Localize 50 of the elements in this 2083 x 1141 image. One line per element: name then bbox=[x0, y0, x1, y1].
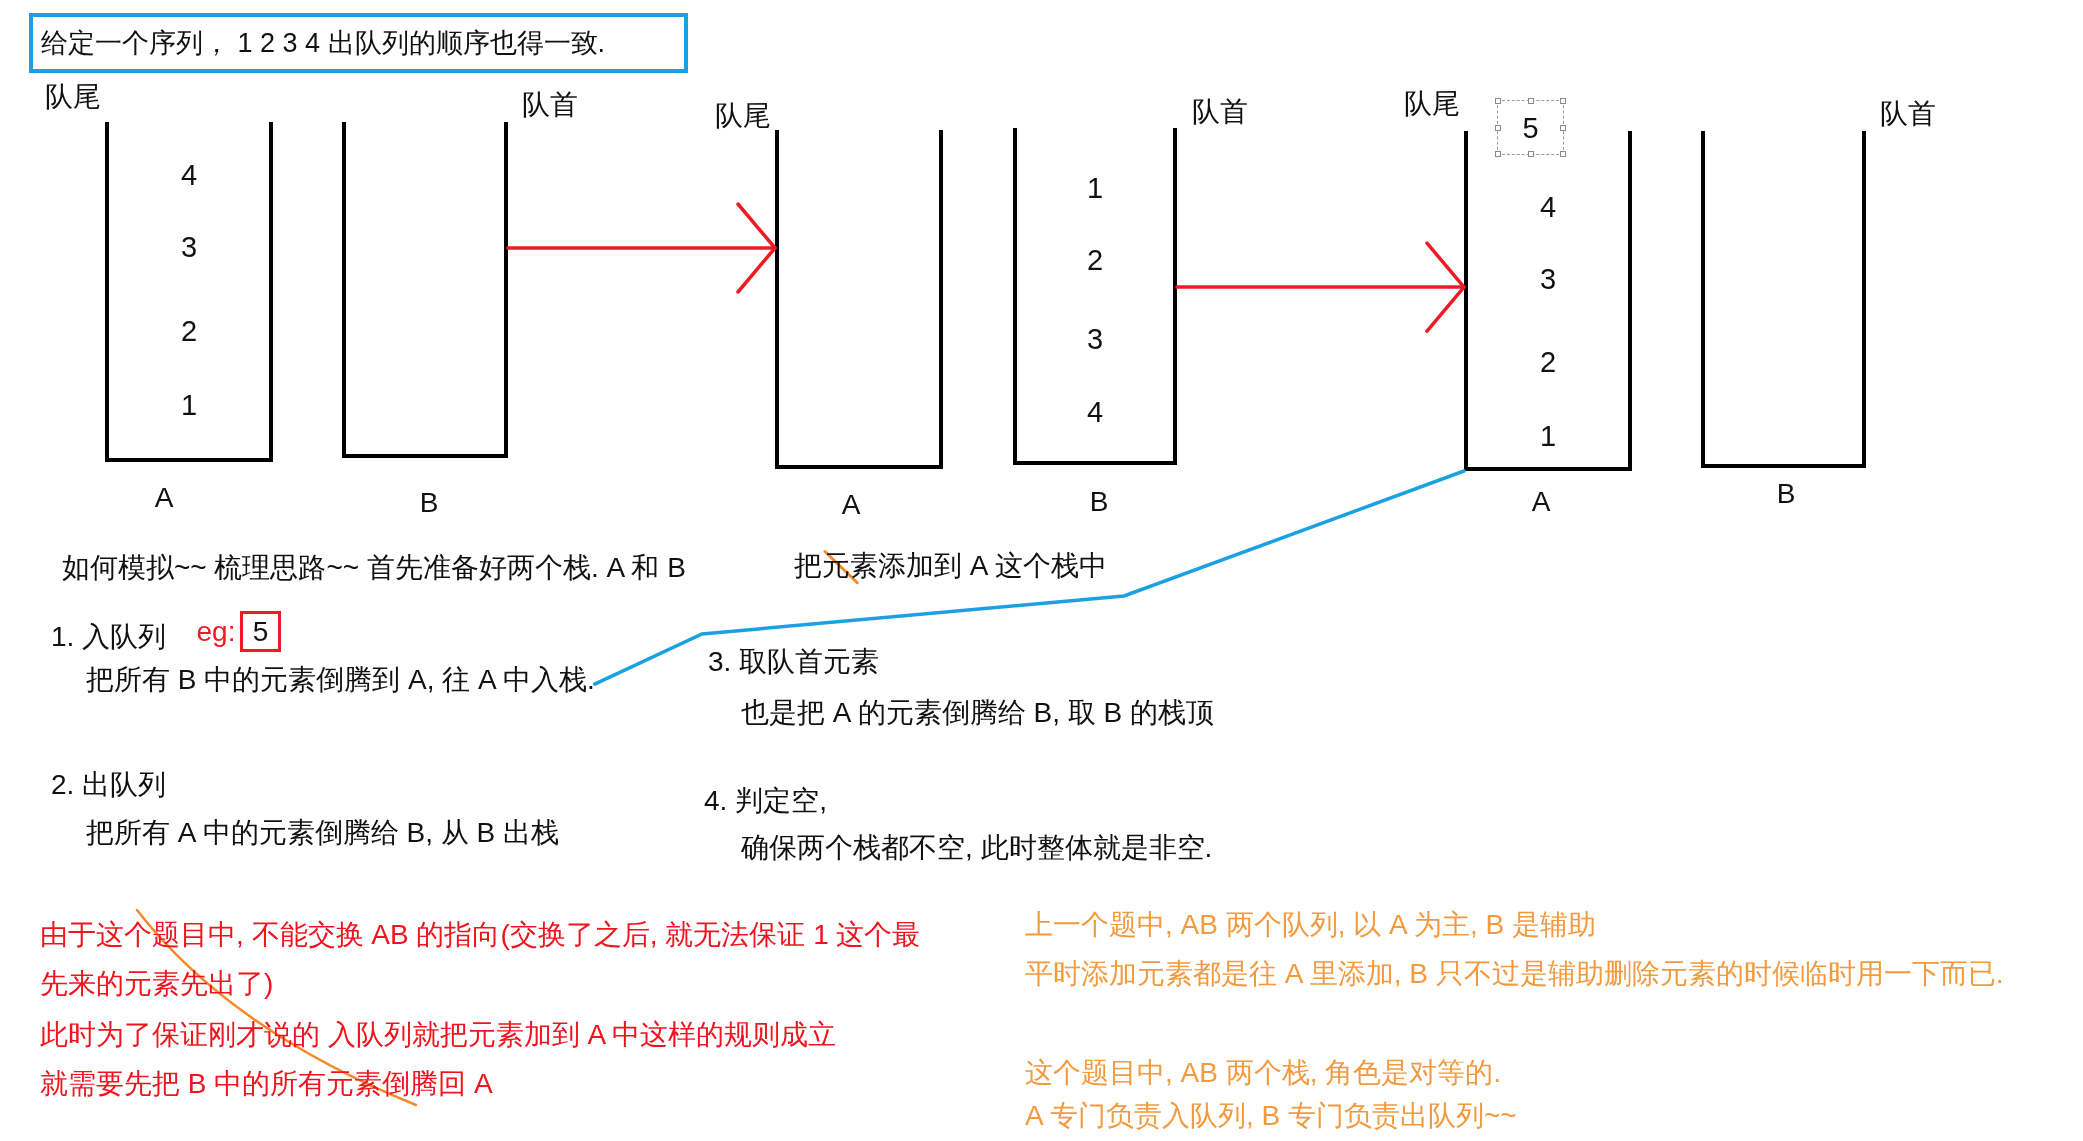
list-heading: 3. 取队首元素 bbox=[708, 645, 880, 679]
stack-label: B bbox=[419, 486, 439, 520]
queue-end-label: 队尾 bbox=[45, 80, 101, 114]
queue-end-label: 队尾 bbox=[715, 99, 771, 133]
arrow bbox=[1175, 241, 1466, 333]
example-label: eg: bbox=[196, 615, 236, 649]
queue-end-label: 队首 bbox=[1192, 95, 1248, 129]
example-value: 5 bbox=[240, 611, 281, 652]
stack-item: 1 bbox=[180, 390, 198, 420]
stack-item: 3 bbox=[180, 232, 198, 262]
stack-item: 4 bbox=[1539, 192, 1557, 222]
queue-end-label: 队尾 bbox=[1404, 87, 1460, 121]
stack-item: 3 bbox=[1539, 264, 1557, 294]
stack-item: 5 bbox=[1522, 113, 1539, 142]
stack-item: 2 bbox=[1086, 245, 1104, 275]
intro-text: 如何模拟~~ 梳理思路~~ 首先准备好两个栈. A 和 B bbox=[62, 551, 686, 585]
list-text: 也是把 A 的元素倒腾给 B, 取 B 的栈顶 bbox=[741, 696, 1214, 730]
stack-item: 1 bbox=[1539, 421, 1557, 451]
stack-item: 4 bbox=[1086, 397, 1104, 427]
stack-container bbox=[1701, 131, 1866, 468]
list-text: 确保两个栈都不空, 此时整体就是非空. bbox=[741, 831, 1213, 865]
leader-line bbox=[592, 469, 1466, 686]
list-heading: 4. 判定空, bbox=[704, 784, 827, 818]
arrow bbox=[506, 202, 777, 294]
annotation-text: 这个题目中, AB 两个栈, 角色是对等的. bbox=[1025, 1056, 1502, 1090]
stack-label: B bbox=[1776, 477, 1796, 511]
stack-item: 4 bbox=[180, 160, 198, 190]
annotation-text: A 专门负责入队列, B 专门负责出队列~~ bbox=[1025, 1099, 1517, 1133]
annotation-text: 平时添加元素都是往 A 里添加, B 只不过是辅助删除元素的时候临时用一下而已. bbox=[1025, 957, 2004, 991]
stack-item: 3 bbox=[1086, 324, 1104, 354]
list-text: 把所有 A 中的元素倒腾给 B, 从 B 出栈 bbox=[86, 816, 559, 850]
list-heading: 1. 入队列 bbox=[51, 620, 167, 654]
list-heading: 2. 出队列 bbox=[51, 768, 167, 802]
queue-end-label: 队首 bbox=[1880, 97, 1936, 131]
stack-label: A bbox=[154, 481, 174, 515]
stack-container bbox=[1013, 128, 1177, 465]
stack-label: B bbox=[1089, 485, 1109, 519]
annotation-text: 上一个题中, AB 两个队列, 以 A 为主, B 是辅助 bbox=[1025, 908, 1596, 942]
stack-container bbox=[105, 122, 273, 462]
selection-frame bbox=[1497, 100, 1564, 155]
queue-end-label: 队首 bbox=[522, 88, 578, 122]
stack-container bbox=[342, 122, 508, 458]
stack-label: A bbox=[1531, 485, 1551, 519]
list-text: 把所有 B 中的元素倒腾到 A, 往 A 中入栈. bbox=[86, 663, 595, 697]
stack-container bbox=[775, 130, 943, 469]
stack-item: 2 bbox=[1539, 347, 1557, 377]
stack-item: 2 bbox=[180, 316, 198, 346]
stack-item: 1 bbox=[1086, 173, 1104, 203]
title: 给定一个序列， 1 2 3 4 出队列的顺序也得一致. bbox=[29, 13, 688, 73]
stack-label: A bbox=[841, 488, 861, 522]
